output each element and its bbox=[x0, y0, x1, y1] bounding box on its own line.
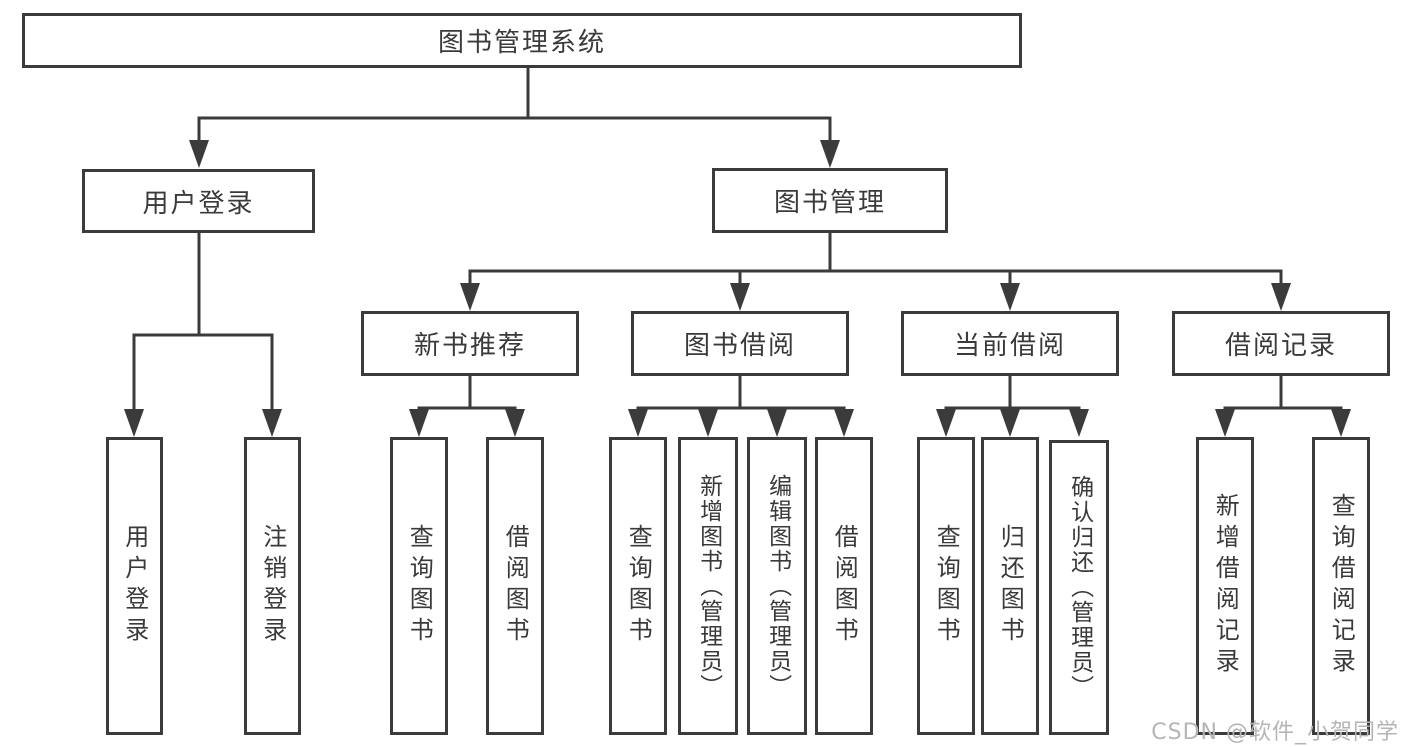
node-label: 新书推荐 bbox=[413, 331, 526, 361]
node-new-book-recommendation: 新书推荐 bbox=[361, 311, 579, 376]
node-label: 图书管理系统 bbox=[437, 28, 606, 58]
leaf-add-books-admin: 新增图书（管理员） bbox=[678, 437, 738, 735]
node-label: 查询图书 bbox=[624, 524, 653, 648]
node-label: 当前借阅 bbox=[953, 331, 1066, 361]
node-label: 借阅图书 bbox=[501, 524, 530, 648]
node-label: 借阅记录 bbox=[1224, 331, 1337, 361]
node-label: 查询借阅记录 bbox=[1327, 493, 1356, 679]
node-book-borrowing: 图书借阅 bbox=[631, 311, 849, 376]
node-label: 查询图书 bbox=[932, 524, 961, 648]
node-user-login: 用户登录 bbox=[82, 169, 315, 233]
node-library-management-system: 图书管理系统 bbox=[22, 13, 1022, 68]
leaf-query-books-recommend: 查询图书 bbox=[390, 437, 448, 735]
node-current-borrowing: 当前借阅 bbox=[901, 311, 1119, 376]
node-label: 用户登录 bbox=[142, 188, 255, 219]
leaf-borrow-books-recommend: 借阅图书 bbox=[486, 437, 544, 735]
leaf-logout: 注销登录 bbox=[244, 437, 301, 735]
node-book-management: 图书管理 bbox=[712, 168, 948, 233]
leaf-user-login: 用户登录 bbox=[106, 437, 163, 735]
leaf-query-books-borrowing: 查询图书 bbox=[609, 437, 667, 735]
node-label: 图书管理 bbox=[773, 188, 886, 218]
node-label: 归还图书 bbox=[996, 524, 1025, 648]
node-label: 新增图书（管理员） bbox=[695, 473, 722, 699]
node-label: 新增借阅记录 bbox=[1211, 493, 1240, 679]
leaf-return-books: 归还图书 bbox=[981, 437, 1039, 735]
node-borrowing-records: 借阅记录 bbox=[1172, 311, 1390, 376]
node-label: 确认归还（管理员） bbox=[1066, 475, 1093, 700]
leaf-query-borrow-record: 查询借阅记录 bbox=[1312, 437, 1370, 735]
leaf-borrow-books-borrowing: 借阅图书 bbox=[815, 437, 873, 735]
node-label: 用户登录 bbox=[120, 524, 149, 648]
node-label: 注销登录 bbox=[258, 524, 287, 648]
node-label: 编辑图书（管理员） bbox=[764, 473, 791, 699]
arrowheads bbox=[124, 140, 1351, 437]
node-label: 借阅图书 bbox=[830, 524, 859, 648]
csdn-watermark: CSDN @软件_小贺同学 bbox=[1151, 720, 1399, 745]
leaf-confirm-return-admin: 确认归还（管理员） bbox=[1049, 440, 1109, 735]
leaf-add-borrow-record: 新增借阅记录 bbox=[1196, 437, 1254, 735]
leaf-query-books-current: 查询图书 bbox=[917, 437, 975, 735]
node-label: 图书借阅 bbox=[683, 331, 796, 361]
leaf-edit-books-admin: 编辑图书（管理员） bbox=[747, 437, 807, 735]
node-label: 查询图书 bbox=[405, 524, 434, 648]
